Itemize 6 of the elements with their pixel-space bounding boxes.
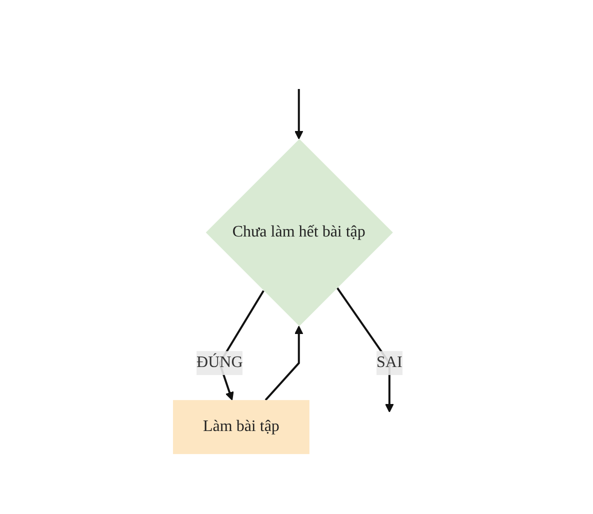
node-diamond: Chưa làm hết bài tập <box>206 139 394 327</box>
arrow <box>265 326 304 402</box>
arrow <box>294 89 304 140</box>
edge-label: SAI <box>376 354 403 372</box>
node-box: Làm bài tập <box>173 400 310 455</box>
edge-label: ĐÚNG <box>196 354 244 372</box>
